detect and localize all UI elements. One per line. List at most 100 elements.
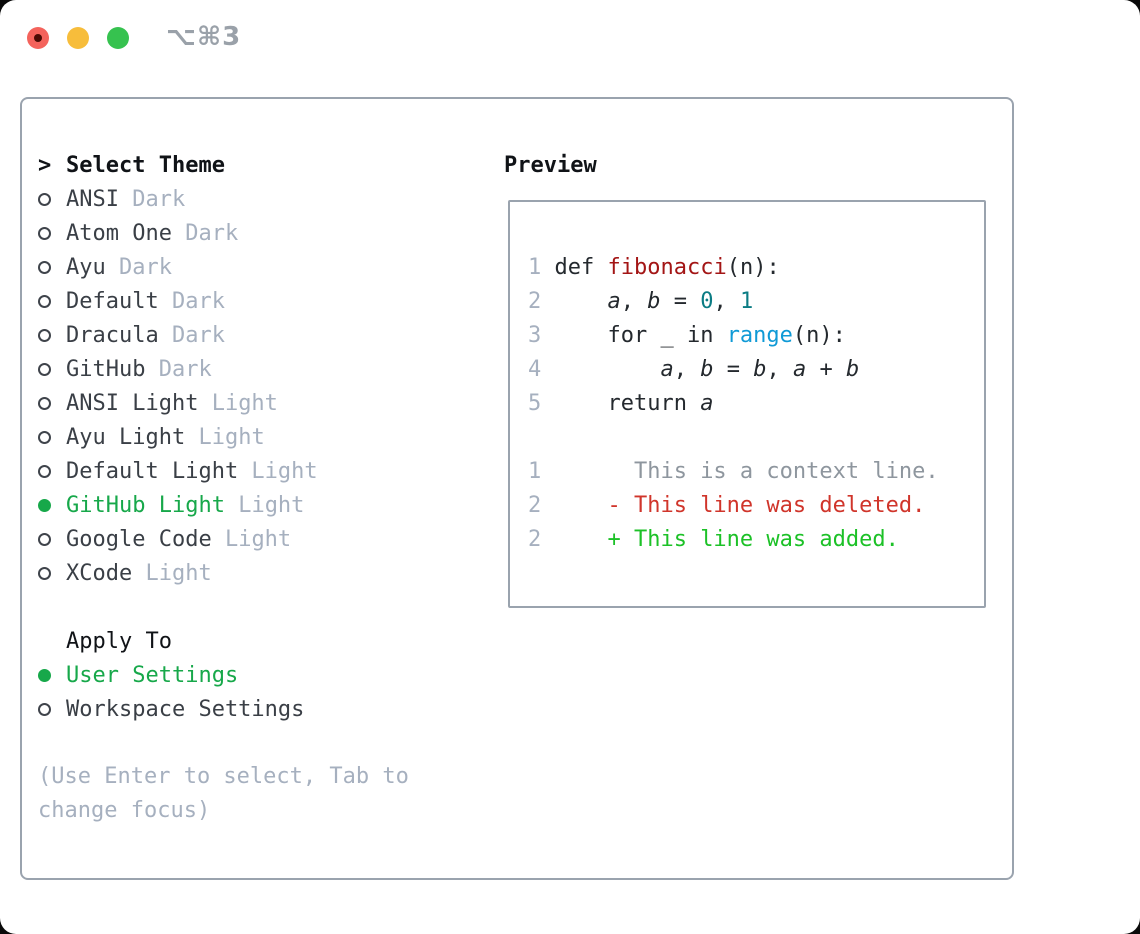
code-line: 2 a, b = 0, 1 bbox=[528, 285, 984, 319]
zoom-button[interactable] bbox=[107, 27, 129, 49]
theme-variant-label: Dark bbox=[145, 356, 212, 382]
radio-unselected-icon bbox=[38, 464, 51, 478]
code-segment-code: , bbox=[713, 289, 740, 314]
code-segment-code: = bbox=[713, 357, 754, 382]
code-segment-var: a bbox=[700, 391, 714, 416]
theme-option-ansi-light-light[interactable]: ANSI Light Light bbox=[38, 386, 478, 420]
code-segment-ctx: This is a context line. bbox=[541, 459, 939, 484]
close-button[interactable] bbox=[27, 27, 49, 49]
code-line bbox=[528, 421, 984, 455]
code-segment-num: 1 bbox=[739, 289, 754, 314]
select-theme-title: Select Theme bbox=[66, 152, 225, 178]
code-segment-lineno: 4 bbox=[528, 357, 542, 382]
code-segment-var: a bbox=[660, 357, 674, 382]
code-segment-code: = bbox=[660, 289, 701, 314]
window-title: ⌥⌘3 bbox=[166, 22, 242, 52]
code-segment-lineno: 3 bbox=[528, 323, 542, 348]
theme-variant-label: Dark bbox=[171, 220, 239, 246]
theme-option-atom-one-dark[interactable]: Atom One Dark bbox=[38, 216, 478, 250]
prompt-chevron-icon: > bbox=[38, 152, 52, 178]
code-segment-var: a bbox=[792, 357, 807, 382]
theme-option-default-light-light[interactable]: Default Light Light bbox=[38, 454, 478, 488]
option-label: Ayu Light bbox=[66, 424, 186, 450]
code-segment-lineno: 1 bbox=[528, 255, 555, 280]
theme-option-ansi-dark[interactable]: ANSI Dark bbox=[38, 182, 478, 216]
code-segment-lineno: 2 bbox=[528, 527, 542, 552]
theme-option-google-code-light[interactable]: Google Code Light bbox=[38, 522, 478, 556]
option-label: ANSI Light bbox=[66, 390, 199, 416]
option-label: User Settings bbox=[66, 662, 239, 688]
apply-to-title: Apply To bbox=[66, 628, 172, 654]
code-segment-del: - This line was deleted. bbox=[541, 493, 926, 518]
option-label: GitHub Light bbox=[66, 492, 225, 518]
theme-variant-label: Dark bbox=[105, 254, 172, 280]
theme-option-dracula-dark[interactable]: Dracula Dark bbox=[38, 318, 478, 352]
code-line: 1 This is a context line. bbox=[528, 455, 984, 489]
radio-unselected-icon bbox=[38, 294, 51, 308]
title-bar: ⌥⌘3 bbox=[0, 0, 1140, 76]
section-gap bbox=[38, 590, 478, 624]
apply-option-user-settings[interactable]: User Settings bbox=[38, 658, 478, 692]
theme-variant-label: Dark bbox=[158, 322, 225, 348]
minimize-button[interactable] bbox=[67, 27, 89, 49]
code-segment-var: a bbox=[607, 289, 621, 314]
select-theme-header: > Select Theme bbox=[38, 148, 478, 182]
option-label: Default Light bbox=[66, 458, 239, 484]
code-segment-code: return bbox=[541, 391, 701, 416]
theme-variant-label: Light bbox=[238, 458, 318, 484]
code-segment-code bbox=[541, 289, 607, 314]
radio-unselected-icon bbox=[38, 566, 51, 580]
option-label: GitHub bbox=[66, 356, 146, 382]
code-segment-lineno: 1 bbox=[528, 459, 542, 484]
code-segment-code: for _ in bbox=[541, 323, 727, 348]
keyboard-hint-text: (Use Enter to select, Tab to change focu… bbox=[38, 764, 409, 823]
code-segment-var: b bbox=[647, 289, 661, 314]
code-segment-code: , bbox=[620, 289, 648, 314]
radio-unselected-icon bbox=[38, 532, 51, 546]
theme-option-ayu-light-light[interactable]: Ayu Light Light bbox=[38, 420, 478, 454]
code-line: 5 return a bbox=[528, 387, 984, 421]
option-label: XCode bbox=[66, 560, 133, 586]
code-segment-code: (n): bbox=[726, 255, 780, 280]
theme-variant-label: Light bbox=[224, 492, 305, 518]
code-line: 1 def fibonacci(n): bbox=[528, 251, 984, 285]
theme-option-github-light-light[interactable]: GitHub Light Light bbox=[38, 488, 478, 522]
radio-unselected-icon bbox=[38, 362, 51, 376]
code-segment-code bbox=[541, 357, 660, 382]
radio-unselected-icon bbox=[38, 260, 51, 274]
code-segment-var: b bbox=[753, 357, 767, 382]
option-label: Dracula bbox=[66, 322, 159, 348]
radio-selected-icon bbox=[38, 668, 51, 682]
theme-option-default-dark[interactable]: Default Dark bbox=[38, 284, 478, 318]
code-line: 4 a, b = b, a + b bbox=[528, 353, 984, 387]
code-segment-code: def bbox=[554, 255, 608, 280]
code-segment-num: 0 bbox=[700, 289, 714, 314]
code-segment-code: , bbox=[766, 357, 793, 382]
code-segment-var: b bbox=[845, 357, 860, 382]
theme-variant-label: Dark bbox=[118, 186, 186, 212]
theme-variant-label: Light bbox=[132, 560, 212, 586]
theme-option-github-dark[interactable]: GitHub Dark bbox=[38, 352, 478, 386]
apply-option-workspace-settings[interactable]: Workspace Settings bbox=[38, 692, 478, 726]
code-line: 3 for _ in range(n): bbox=[528, 319, 984, 353]
radio-unselected-icon bbox=[38, 226, 51, 240]
code-segment-func: fibonacci bbox=[607, 255, 727, 280]
radio-unselected-icon bbox=[38, 430, 51, 444]
option-label: Atom One bbox=[66, 220, 172, 246]
option-label: Default bbox=[66, 288, 159, 314]
theme-option-xcode-light[interactable]: XCode Light bbox=[38, 556, 478, 590]
code-segment-var: b bbox=[700, 357, 714, 382]
theme-option-ayu-dark[interactable]: Ayu Dark bbox=[38, 250, 478, 284]
radio-selected-icon bbox=[38, 498, 51, 512]
radio-unselected-icon bbox=[38, 192, 51, 206]
option-label: Google Code bbox=[66, 526, 212, 552]
code-segment-lineno: 2 bbox=[528, 289, 542, 314]
radio-unselected-icon bbox=[38, 702, 51, 716]
code-segment-code: + bbox=[806, 357, 846, 382]
